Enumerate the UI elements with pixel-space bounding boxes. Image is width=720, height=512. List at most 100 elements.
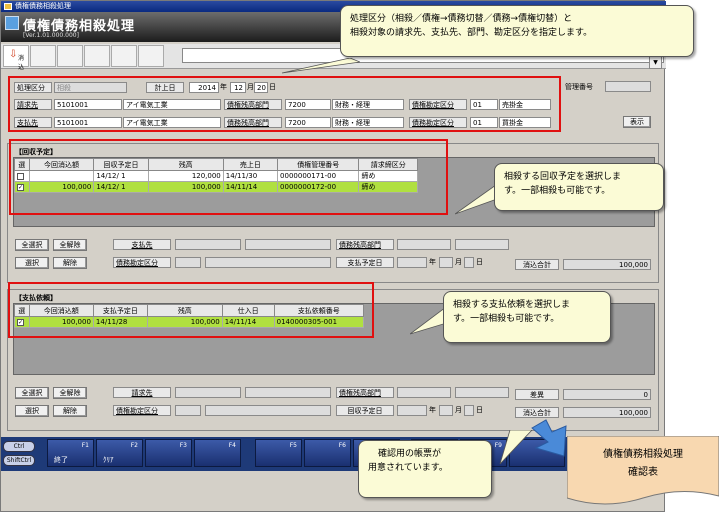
toolbar-slot-6[interactable] — [138, 45, 164, 67]
arrow-down-icon: ⇩ — [9, 49, 18, 60]
recv-acct-filter-code[interactable] — [175, 257, 201, 268]
payee-code-input[interactable]: 5101001 — [54, 117, 122, 128]
ctrl-toggle[interactable]: Ctrl — [3, 441, 35, 452]
pay-dept-code-input[interactable]: 7200 — [285, 117, 331, 128]
recv-acct-name-field: 売掛金 — [499, 99, 551, 110]
shift-ctrl-toggle[interactable]: ShiftCtrl — [3, 455, 35, 466]
reconcile-button[interactable]: ⇩ 消込 — [3, 45, 29, 71]
year-unit: 年 — [220, 83, 227, 91]
table-row[interactable]: ✓ 100,000 14/11/28 100,000 14/11/14 0140… — [14, 316, 365, 328]
pay-acct-name-field: 買掛金 — [499, 117, 551, 128]
f4-button[interactable]: F4 — [194, 439, 241, 467]
process-label: 処理区分 — [14, 82, 52, 93]
date-month-input[interactable]: 12 — [230, 82, 246, 93]
col-date: 仕入日 — [221, 304, 275, 317]
date-year-input[interactable]: 2014 — [189, 82, 219, 93]
row-checkbox[interactable]: ✓ — [17, 183, 24, 191]
billing-code-input[interactable]: 5101001 — [54, 99, 122, 110]
recv-due-day[interactable] — [464, 257, 474, 268]
day-unit: 日 — [476, 406, 483, 414]
version-label: [Ver.1.01.000.000] — [23, 32, 79, 39]
payable-callout: 相殺する支払依頼を選択しま す。一部相殺も可能です。 — [443, 291, 611, 343]
date-cell: 14/11/14 — [222, 181, 279, 193]
fkey-number: F2 — [130, 442, 138, 449]
pay-due-month[interactable] — [439, 405, 453, 416]
recv-due-month[interactable] — [439, 257, 453, 268]
pay-acct-code-input[interactable]: 01 — [470, 117, 498, 128]
pay-select-all-button[interactable]: 全選択 — [15, 387, 49, 399]
recv-clear-all-button[interactable]: 全解除 — [53, 239, 87, 251]
scroll-down-icon[interactable]: ▼ — [649, 56, 662, 69]
recv-dept-filter-code[interactable] — [397, 239, 451, 250]
pay-acct-filter-code[interactable] — [175, 405, 201, 416]
table-row[interactable]: ✓ 100,000 14/12/ 1 100,000 14/11/14 0000… — [14, 181, 418, 193]
recv-total-label: 消込合計 — [515, 259, 559, 270]
callout-text: 確認用の帳票が — [378, 449, 442, 459]
recv-dept-code-input[interactable]: 7200 — [285, 99, 331, 110]
pay-acct-link[interactable]: 債務勘定区分 — [409, 117, 467, 128]
billing-link[interactable]: 請求先 — [14, 99, 52, 110]
amount-cell[interactable] — [28, 170, 95, 182]
recv-due-year[interactable] — [397, 257, 427, 268]
recv-dept-link[interactable]: 債権残高部門 — [224, 99, 282, 110]
recv-acct-filter-link[interactable]: 債務勘定区分 — [113, 257, 171, 268]
callout-text: す。一部相殺も可能です。 — [504, 186, 611, 196]
amount-cell[interactable]: 100,000 — [28, 316, 94, 328]
fkey-number: F4 — [228, 442, 236, 449]
closing-cell: 締め — [358, 170, 418, 182]
show-button[interactable]: 表示 — [623, 116, 651, 128]
recv-clear-button[interactable]: 解除 — [53, 257, 87, 269]
window-title: 債権債務相殺処理 — [15, 2, 71, 10]
recv-select-button[interactable]: 選択 — [15, 257, 49, 269]
mgmt-number-field[interactable] — [605, 81, 651, 92]
row-checkbox[interactable] — [17, 172, 24, 180]
payable-title: 【支払依頼】 — [15, 294, 57, 302]
callout-text: 用意されています。 — [368, 463, 448, 473]
recv-acct-code-input[interactable]: 01 — [470, 99, 498, 110]
callout-text: す。一部相殺も可能です。 — [453, 314, 560, 324]
recv-acct-link[interactable]: 債権勘定区分 — [409, 99, 467, 110]
fkey-number: F1 — [81, 442, 89, 449]
pay-select-button[interactable]: 選択 — [15, 405, 49, 417]
toolbar-slot-2[interactable] — [30, 45, 56, 67]
row-checkbox[interactable]: ✓ — [17, 318, 24, 326]
pay-dept-link[interactable]: 債務残高部門 — [224, 117, 282, 128]
number-cell: 0000000171-00 — [277, 170, 360, 182]
recv-select-all-button[interactable]: 全選択 — [15, 239, 49, 251]
recv-total-value: 100,000 — [563, 259, 651, 270]
pay-billing-link[interactable]: 請求先 — [113, 387, 171, 398]
f3-button[interactable]: F3 — [145, 439, 192, 467]
recv-payee-code[interactable] — [175, 239, 241, 250]
amount-cell[interactable]: 100,000 — [28, 181, 95, 193]
date-day-input[interactable]: 20 — [254, 82, 268, 93]
pay-acct-filter-link[interactable]: 債権勘定区分 — [113, 405, 171, 416]
document-title: 債権債務相殺処理 — [603, 449, 683, 460]
f6-button[interactable]: F6 — [304, 439, 351, 467]
recv-acct-filter-name — [205, 257, 331, 268]
pay-due-day[interactable] — [464, 405, 474, 416]
pay-billing-name — [245, 387, 331, 398]
f5-button[interactable]: F5 — [255, 439, 302, 467]
process-select[interactable]: 相殺 — [54, 82, 127, 93]
toolbar-slot-5[interactable] — [111, 45, 137, 67]
month-unit: 月 — [455, 258, 462, 266]
recv-payee-link[interactable]: 支払先 — [113, 239, 171, 250]
payee-link[interactable]: 支払先 — [14, 117, 52, 128]
toolbar-slot-4[interactable] — [84, 45, 110, 67]
balance-cell: 100,000 — [147, 181, 224, 193]
pay-clear-all-button[interactable]: 全解除 — [53, 387, 87, 399]
title-bar: 債権債務相殺処理 — [1, 1, 666, 12]
toolbar-slot-3[interactable] — [57, 45, 83, 67]
pay-clear-button[interactable]: 解除 — [53, 405, 87, 417]
pay-dept-filter-link[interactable]: 債権残高部門 — [336, 387, 394, 398]
due-cell: 14/12/ 1 — [93, 170, 149, 182]
pay-due-year[interactable] — [397, 405, 427, 416]
recv-dept-filter-link[interactable]: 債務残高部門 — [336, 239, 394, 250]
report-document-icon — [567, 436, 719, 505]
recv-dept-name-field: 財務・経理 — [332, 99, 404, 110]
table-row[interactable]: 14/12/ 1 120,000 14/11/30 0000000171-00 … — [14, 170, 418, 182]
pay-dept-filter-code[interactable] — [397, 387, 451, 398]
pay-billing-code[interactable] — [175, 387, 241, 398]
